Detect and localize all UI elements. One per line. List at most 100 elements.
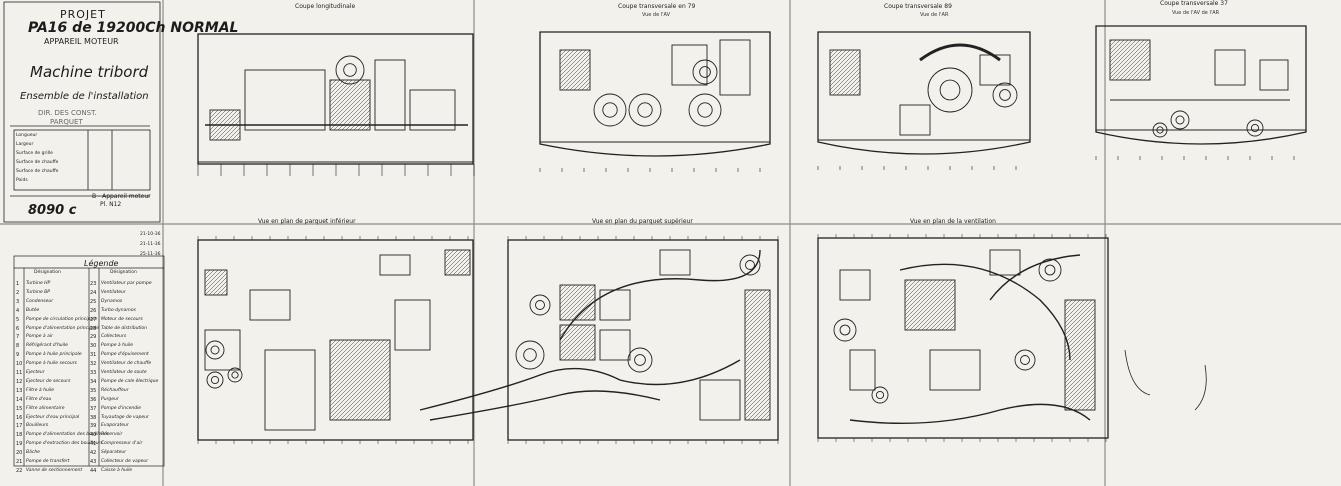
legend-number: 6 — [16, 325, 20, 332]
pump-casing-inner — [535, 300, 545, 310]
legend-description: Bâche — [26, 450, 40, 456]
main-turbine — [264, 349, 316, 431]
legend-number: 35 — [90, 387, 97, 394]
pump-casing-inner — [1156, 126, 1164, 134]
legend-number: 37 — [90, 405, 97, 412]
turbine-block — [599, 329, 631, 361]
legend-description: Pompe d'alimentation des bouilleurs — [26, 432, 109, 438]
legend-description: Ventilateur de soute — [101, 370, 147, 375]
legend-description: Dynamos — [101, 298, 123, 304]
fan-casing-inner — [1020, 355, 1030, 365]
legend-number: 1 — [16, 281, 20, 287]
condenser-dome-inner — [343, 63, 357, 77]
pump-casing — [206, 371, 224, 389]
main-turbine-casing-inner — [939, 79, 961, 101]
pump-casing-inner — [634, 354, 646, 366]
legend-number: 11 — [16, 370, 23, 376]
view-subtitle-section-79: Vue de l'AV — [642, 12, 671, 18]
fan-casing — [1014, 349, 1036, 371]
legend-number: 43 — [90, 459, 97, 465]
project-code: PA16 de 19200Ch NORMAL — [28, 20, 239, 36]
upper-deck-plan — [507, 239, 779, 441]
legend-number: 7 — [16, 334, 20, 341]
legend-description: Ventilateur de chauffe — [101, 361, 152, 367]
legend-description: Vanne de sectionnement — [26, 467, 83, 473]
legend-number: 8 — [16, 343, 20, 350]
machinery-block — [699, 379, 741, 421]
view-title-section-79: Coupe transversale en 79 — [618, 3, 696, 10]
legend-number: 15 — [16, 405, 23, 412]
pump — [444, 249, 471, 276]
legend-number: 44 — [90, 467, 97, 474]
legend-number: 42 — [90, 450, 97, 457]
pump — [379, 254, 411, 276]
legend-description: Tuyautage de vapeur — [101, 414, 149, 420]
legend-description: Collecteur de vapeur — [101, 459, 149, 464]
legend-description: Table de distribution — [101, 325, 148, 331]
pump-casing-inner — [1175, 115, 1185, 125]
title-block-frame — [3, 1, 161, 223]
boiler-drum — [628, 93, 662, 127]
legend-number: 26 — [90, 307, 97, 314]
steam-drum-inner — [699, 66, 711, 78]
legend-number: 32 — [90, 361, 97, 368]
legend-description: Réservoir — [101, 432, 123, 438]
legend-number: 16 — [16, 414, 23, 421]
pipe-run — [989, 254, 1081, 301]
pump-casing — [205, 340, 225, 360]
legend-number: 10 — [16, 361, 23, 368]
legend-number: 17 — [16, 423, 23, 430]
apparatus-label: APPAREIL MOTEUR — [44, 37, 119, 46]
assembly-label: B - Appareil moteur — [92, 193, 151, 200]
plate-label: Pl. N12 — [100, 201, 122, 208]
legend-number: 36 — [90, 396, 97, 403]
fan-casing-inner — [1044, 264, 1056, 276]
legend-description: Pompe à huile — [101, 343, 134, 349]
turbine-block — [204, 329, 241, 371]
fan-casing — [1038, 258, 1062, 282]
boiler-drum-inner — [637, 102, 653, 118]
cooler — [989, 249, 1021, 276]
pump-casing-inner — [210, 345, 220, 355]
section-89-hull — [817, 31, 1031, 155]
legend-description: Pompe de cale électrique — [101, 378, 159, 384]
spec-row: Largeur — [16, 142, 34, 147]
legend-description: Turbo-dynamos — [101, 307, 136, 313]
boiler-drum — [515, 340, 545, 370]
spec-row: Surface de chauffe — [16, 160, 59, 165]
steam-drum — [692, 59, 718, 85]
boiler-drum-inner — [697, 102, 713, 118]
legend-number: 24 — [90, 289, 97, 296]
legend-number: 34 — [90, 378, 97, 385]
auxiliary-pump — [559, 49, 591, 91]
legend-number: 3 — [16, 298, 20, 305]
view-title-longitudinal: Coupe longitudinale — [295, 3, 356, 10]
legend-number: 39 — [90, 423, 97, 430]
legend-description: Pompe de circulation principale — [26, 316, 98, 322]
fan-casing — [833, 318, 857, 342]
legend-description: Ejecteur — [26, 370, 45, 375]
fan-casing-inner — [839, 324, 851, 336]
pump — [1214, 49, 1246, 86]
drawing-number: 8090 c — [28, 203, 77, 218]
legend-description: Bouilleurs — [26, 423, 49, 429]
pump-casing — [1152, 122, 1168, 138]
condenser-dome — [335, 55, 365, 85]
pump — [899, 104, 931, 136]
pump-casing-inner — [231, 371, 239, 379]
legend-description: Turbine HP — [26, 281, 51, 286]
legend-number: 30 — [90, 343, 97, 350]
machinery-block — [849, 349, 876, 391]
boiler-drum-inner — [523, 348, 537, 362]
legend-description: Filtre d'eau — [26, 396, 52, 402]
auxiliary-block — [409, 89, 456, 131]
cooler — [979, 54, 1011, 86]
view-title-section-89: Coupe transversale 89 — [884, 3, 952, 10]
legend-number: 38 — [90, 414, 97, 421]
section-37-hull — [1095, 25, 1307, 145]
pipe-run — [419, 359, 741, 411]
turbine-block — [671, 44, 708, 86]
